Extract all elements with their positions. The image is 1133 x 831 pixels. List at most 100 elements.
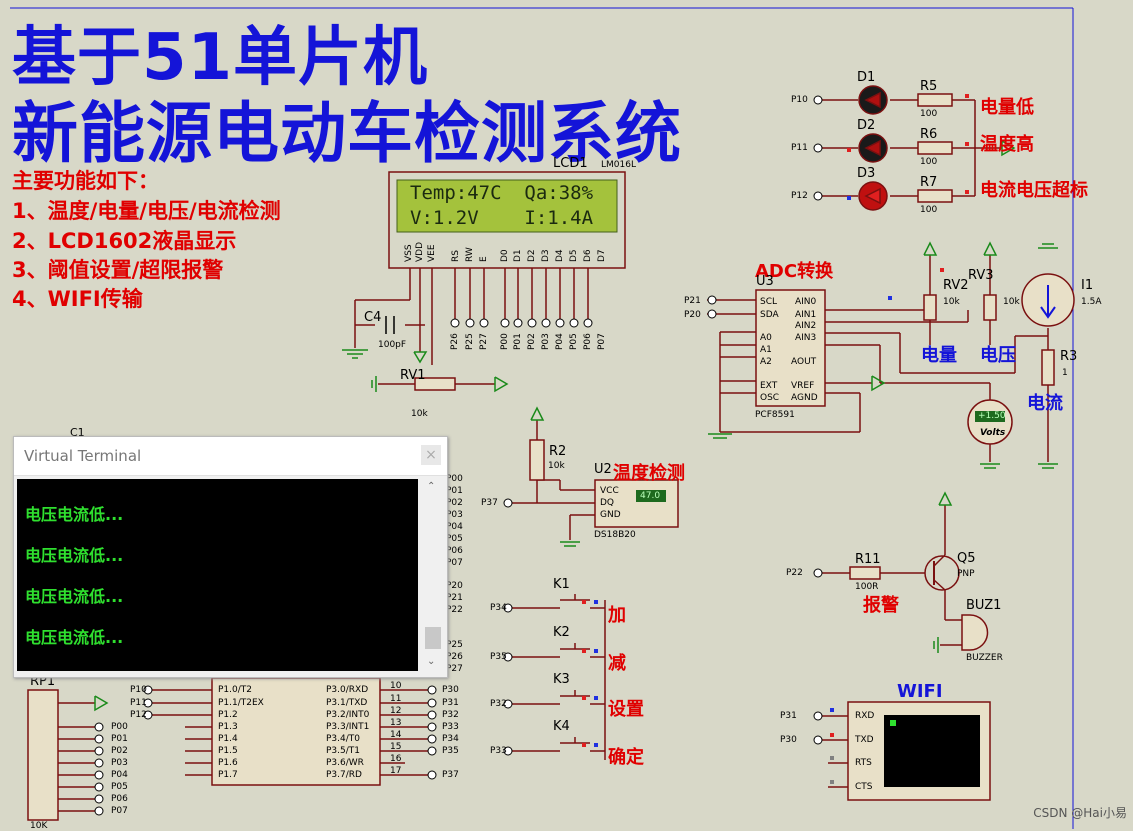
mcu-p-net: P01 [446, 486, 463, 496]
current-res-ref: R3 [1060, 349, 1078, 364]
virtual-terminal-titlebar[interactable]: Virtual Terminal × [14, 437, 447, 476]
rp1-net: P01 [111, 734, 128, 744]
current-label: 电流 [1027, 393, 1063, 414]
wifi-pin: RXD [855, 711, 875, 721]
cap-value: 100pF [378, 340, 407, 350]
mcu-right-pin: P3.3/INT1 [326, 722, 370, 732]
terminal-scroll-thumb[interactable] [425, 627, 441, 649]
wifi-cursor [890, 720, 896, 726]
lcd-pin: D3 [541, 249, 551, 262]
led-resistor-ref: R5 [920, 79, 938, 94]
mcu-left-pin: P1.3 [218, 722, 238, 732]
rp1-net: P04 [111, 770, 128, 780]
rv2-ref: RV2 [943, 278, 969, 293]
title-line-2: 新能源电动车检测系统 [12, 95, 682, 172]
lcd-pin: D1 [513, 249, 523, 262]
mcu-right-pin: P3.6/WR [326, 758, 364, 768]
lcd-pin: RS [451, 250, 461, 262]
mcu-p-net: P22 [446, 605, 463, 615]
lcd-net: P01 [513, 333, 523, 350]
adc-left-pin: A2 [760, 357, 772, 367]
adc-left-pin: SDA [760, 310, 779, 320]
led-net: P10 [791, 95, 808, 105]
temp-pin: VCC [600, 486, 619, 496]
adc-right-pin: AGND [791, 393, 818, 403]
lcd-net: P00 [500, 333, 510, 350]
close-icon[interactable]: × [421, 445, 441, 465]
adc-label: ADC转换 [755, 261, 834, 282]
adc-left-pin: EXT [760, 381, 778, 391]
rv1-value: 10k [411, 409, 428, 419]
virtual-terminal-title: Virtual Terminal [24, 447, 142, 465]
scroll-down-icon[interactable]: ⌄ [427, 656, 436, 667]
mcu-right-net: P32 [442, 710, 459, 720]
mcu-p-net: P21 [446, 593, 463, 603]
mcu-left-net: P12 [130, 710, 147, 720]
alarm-net: P22 [786, 568, 803, 578]
lcd-net: P27 [479, 333, 489, 350]
led-label-temp-high: 温度高 [980, 134, 1034, 155]
functions-heading: 主要功能如下： [12, 169, 159, 193]
current-ref: I1 [1081, 278, 1094, 293]
key-label-set: 设置 [608, 699, 644, 720]
lcd-pin: D2 [527, 249, 537, 262]
lcd-model: LM016L [601, 160, 636, 170]
rv2-label: 电量 [921, 345, 957, 366]
adc-left-pin: OSC [760, 393, 780, 403]
led-ref: D2 [857, 118, 876, 133]
lcd-net: P26 [450, 333, 460, 350]
lcd-pin: E [479, 256, 489, 262]
virtual-terminal-window[interactable]: Virtual Terminal × 电压电流低... 电压电流低... 电压电… [13, 436, 448, 678]
buzzer-ref: BUZ1 [966, 598, 1002, 613]
temp-net: P37 [481, 498, 498, 508]
adc-right-pin: AIN0 [795, 297, 817, 307]
mcu-right-num: 12 [390, 706, 402, 716]
key-ref: K2 [553, 625, 570, 640]
mcu-right-num: 14 [390, 730, 402, 740]
mcu-left-pin: P1.1/T2EX [218, 698, 264, 708]
mcu-right-num: 17 [390, 766, 402, 776]
lcd-ref: LCD1 [553, 156, 588, 171]
lcd-row-1: Temp:47C Qa:38% [410, 182, 594, 204]
virtual-terminal-screen[interactable]: 电压电流低... 电压电流低... 电压电流低... 电压电流低... [17, 479, 418, 671]
adc-right-pin: AIN1 [795, 310, 817, 320]
mcu-right-net: P34 [442, 734, 459, 744]
lcd-pin: RW [465, 247, 475, 262]
key-ref: K3 [553, 672, 570, 687]
transistor-type: PNP [957, 569, 975, 579]
lcd-row-2: V:1.2V I:1.4A [410, 207, 594, 229]
lcd-net: P06 [583, 333, 593, 350]
led-net: P12 [791, 191, 808, 201]
mcu-left-pin: P1.0/T2 [218, 685, 252, 695]
adc-net: P20 [684, 310, 701, 320]
mcu-left-net: P11 [130, 698, 147, 708]
scroll-up-icon[interactable]: ⌃ [427, 481, 436, 492]
mcu-right-net: P33 [442, 722, 459, 732]
terminal-line: 电压电流低... [25, 505, 124, 524]
rp1-net: P00 [111, 722, 128, 732]
cap-ref: C4 [364, 310, 382, 325]
adc-right-pin: AIN3 [795, 333, 817, 343]
lcd-pin: VSS [404, 244, 414, 262]
led-resistor-value: 100 [920, 205, 938, 215]
adc-left-pin: A1 [760, 345, 772, 355]
rp1-net: P06 [111, 794, 128, 804]
mcu-right-num: 15 [390, 742, 402, 752]
key-label-confirm: 确定 [608, 747, 644, 768]
mcu-p-net: P20 [446, 581, 463, 591]
lcd-net: P07 [597, 333, 607, 350]
mcu-right-pin: P3.5/T1 [326, 746, 360, 756]
adc-ref: U3 [756, 274, 774, 289]
key-ref: K4 [553, 719, 570, 734]
mcu-p-net: P00 [446, 474, 463, 484]
terminal-scrollbar[interactable]: ⌃ ⌄ [423, 479, 443, 671]
adc-right-pin: VREF [791, 381, 815, 391]
led-net: P11 [791, 143, 808, 153]
mcu-right-num: 11 [390, 694, 402, 704]
alarm-res-value: 100R [855, 582, 879, 592]
terminal-line: 电压电流低... [25, 628, 124, 647]
mcu-p-net: P27 [446, 664, 463, 674]
function-item: 2、LCD1602液晶显示 [12, 229, 237, 253]
mcu-right-num: 10 [390, 681, 402, 691]
led-resistor-ref: R7 [920, 175, 938, 190]
